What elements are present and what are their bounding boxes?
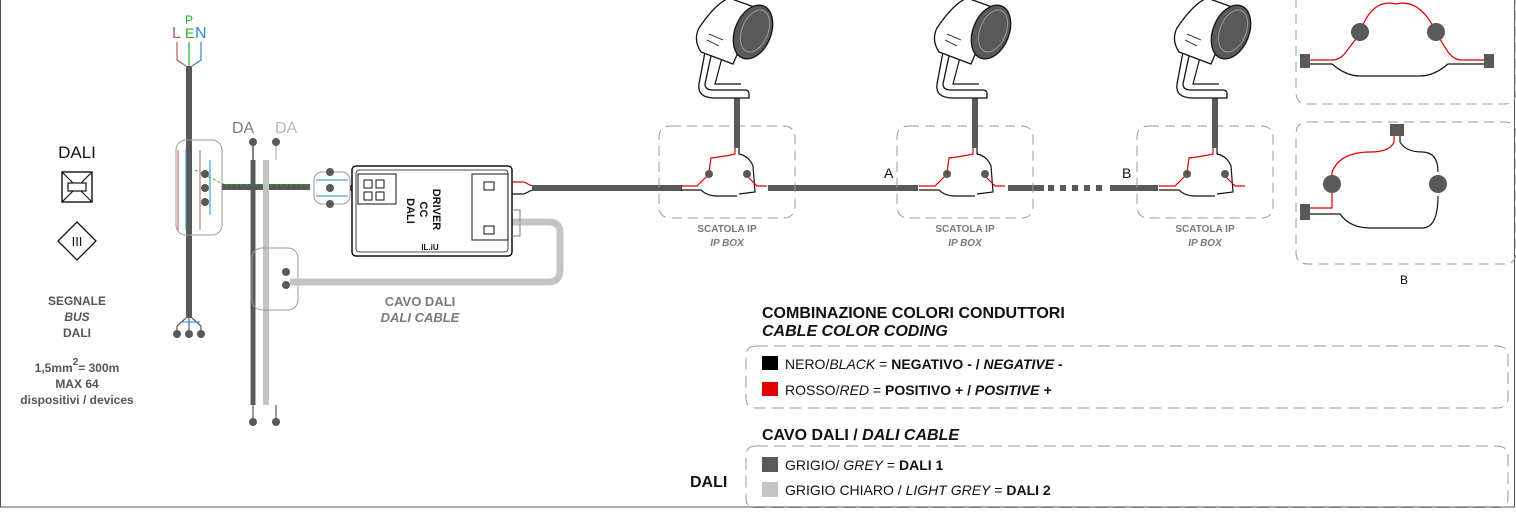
legend-title-en: CABLE COLOR CODING [762,323,948,340]
dali-symbol-block: DALI III SEGNALE BUS DALI 1,5mm2= 300m M… [20,143,134,407]
spotlight-assembly-3 [1136,0,1274,219]
legend-swatch-black [762,356,778,370]
legend-dali-cable: CAVO DALI / DALI CABLE DALI GRIGIO/ GREY… [690,427,1509,509]
dali-symbol-title: DALI [58,143,96,162]
ip-box-labels: SCATOLA IP IP BOX SCATOLA IP IP BOX SCAT… [697,224,1235,249]
detail-b-label: B [1400,273,1408,287]
dali-cable-label-en: DALI CABLE [381,310,460,325]
legend-swatch-red [762,382,778,396]
dali-cable-to-driver [290,218,564,286]
legend-color-coding: COMBINAZIONE COLORI CONDUTTORI CABLE COL… [745,305,1509,409]
ip-box-1 [658,125,796,219]
mains-label-n: N [195,25,207,42]
ip-box-1-label-it: SCATOLA IP [697,224,757,235]
driver-label: DRIVER CC DALI [404,189,442,234]
class-iii-mark: III [72,234,83,249]
spotlight-icon-1 [695,0,774,99]
legend-row-red: ROSSO/RED = POSITIVO + / POSITIVE + [785,382,1052,398]
dali-device-icon [61,171,93,203]
detail-panel-b: B [1295,121,1516,287]
ip-box-3-label-en: IP BOX [1188,238,1223,249]
legend-cable-title: CAVO DALI / DALI CABLE [762,427,960,444]
ip-box-3 [1136,125,1274,219]
mains-junction-box [175,139,223,236]
marker-a: A [884,165,894,181]
legend-title-it: COMBINAZIONE COLORI CONDUTTORI [762,305,1065,322]
caption-devices: dispositivi / devices [20,393,134,407]
dali-driver: DRIVER CC DALI IL.iU [351,165,533,257]
detail-panel-top [1295,0,1516,105]
marker-b: B [1122,165,1131,181]
ip-box-2-label-it: SCATOLA IP [935,224,995,235]
ip-box-3-label-it: SCATOLA IP [1175,224,1235,235]
dali-cable-label-it: CAVO DALI [385,294,456,309]
driver-brand: IL.iU [421,243,439,252]
spotlights-group [658,0,1274,219]
dali-bus: DA DA CAVO DALI DALI CABLE [232,120,564,426]
class-iii-icon: III [57,221,97,261]
spotlight-assembly-1 [658,0,796,219]
mains-label-e: E [185,25,194,41]
spotlight-assembly-2 [896,0,1034,219]
legend-row-grey: GRIGIO/ GREY = DALI 1 [785,457,944,473]
driver-output-terminal [471,173,509,241]
dali-bus-label-da1: DA [232,120,255,137]
caption-bus: BUS [64,310,89,324]
legend-swatch-light-grey [762,482,778,497]
dali-bus-label-da2: DA [275,120,298,137]
legend-row-black: NERO/BLACK = NEGATIVO - / NEGATIVE - [785,356,1063,372]
led-output-line: A B [532,165,1158,191]
mains-label-l: L [172,25,181,42]
caption-max: MAX 64 [55,377,99,391]
spotlight-icon-3 [1173,0,1252,99]
ip-box-1-label-en: IP BOX [710,238,745,249]
legend-row-light-grey: GRIGIO CHIARO / LIGHT GREY = DALI 2 [785,482,1051,498]
legend-dali-side-label: DALI [690,474,727,491]
spotlight-icon-2 [933,0,1012,99]
legend-swatch-grey [762,457,778,472]
caption-segnale: SEGNALE [48,294,106,308]
ip-box-2 [896,125,1034,219]
caption-dali: DALI [63,326,91,340]
mains-label-p: P [185,13,193,27]
caption-section: 1,5mm2= 300m [35,357,120,375]
ip-box-2-label-en: IP BOX [948,238,983,249]
